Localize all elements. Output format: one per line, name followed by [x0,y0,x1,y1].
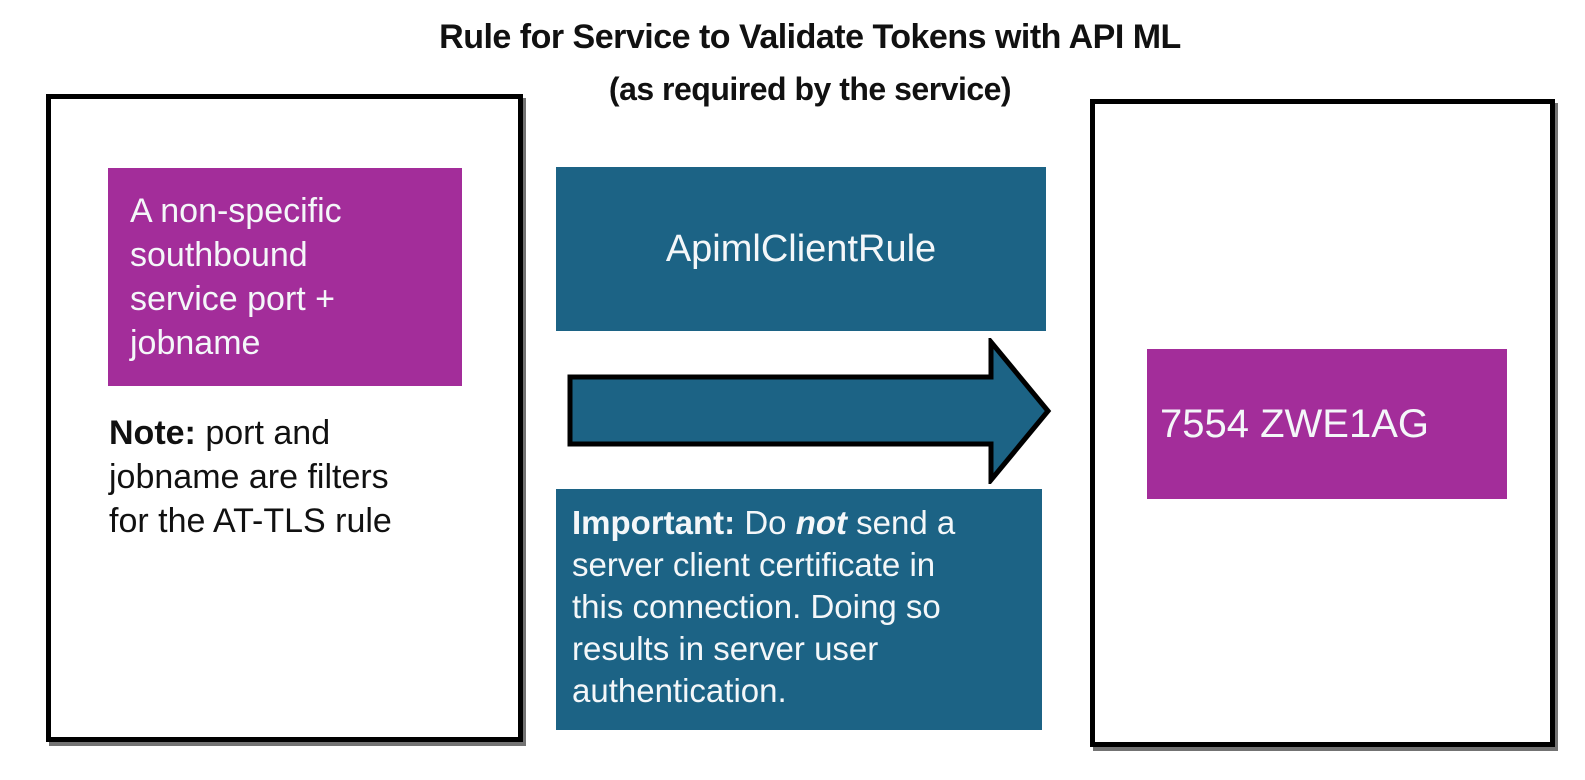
flow-arrow-icon [567,338,1052,484]
apiml-client-rule-box: ApimlClientRule [556,167,1046,331]
note-text: Note: port and jobname are filters for t… [109,411,499,543]
service-port-jobname-box: A non-specific southbound service port +… [108,168,462,386]
note-line-2: jobname are filters [109,458,389,496]
important-note-box: Important: Do not send a server client c… [556,489,1042,730]
important-line-4: results in server user [572,630,879,667]
important-line-5: authentication. [572,672,787,709]
note-line-1-rest: port and [195,414,331,452]
service-box-line: A non-specific [130,192,342,230]
port-jobname-value-box: 7554 ZWE1AG [1147,349,1507,499]
right-container-box: 7554 ZWE1AG [1090,99,1555,747]
note-label: Note: [109,414,196,452]
service-box-line: service port + [130,280,336,318]
important-label: Important: [572,504,736,541]
service-box-line: southbound [130,236,308,274]
important-line-2: server client certificate in [572,546,936,583]
apiml-client-rule-label: ApimlClientRule [665,227,937,270]
important-line-1-mid: Do [735,504,796,541]
service-box-line: jobname [130,324,261,362]
left-container-box: A non-specific southbound service port +… [46,94,523,742]
important-line-1: Important: Do not send a [572,502,1034,544]
note-line-3: for the AT-TLS rule [109,502,392,540]
important-line-3: this connection. Doing so [572,588,941,625]
important-emphasis: not [795,504,847,541]
title-line-1: Rule for Service to Validate Tokens with… [439,18,1181,56]
port-jobname-value: 7554 ZWE1AG [1160,401,1430,446]
diagram-title: Rule for Service to Validate Tokens with… [35,18,1585,108]
title-line-2: (as required by the service) [608,71,1012,107]
right-arrow-shape [567,338,1052,484]
important-line-1-end: send a [847,504,956,541]
note-line-1: Note: port and [109,411,499,455]
